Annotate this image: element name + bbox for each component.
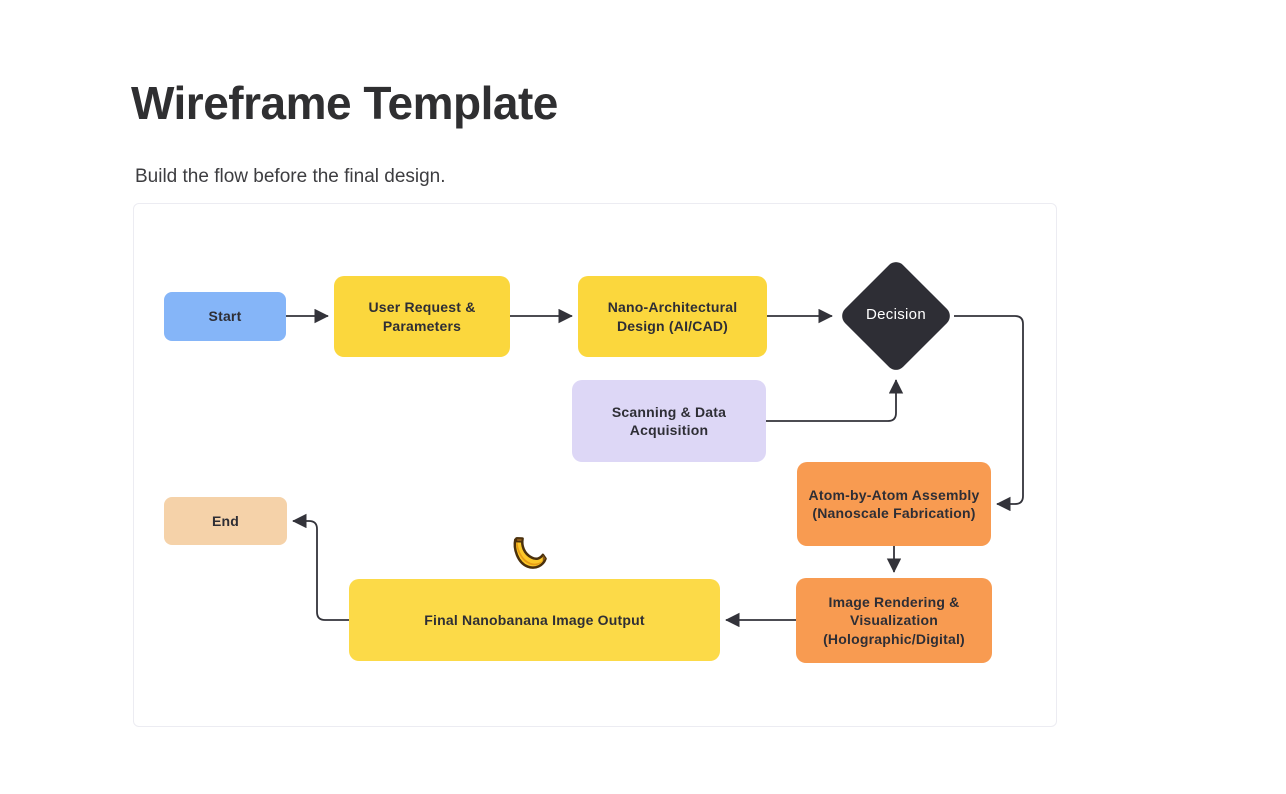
node-user-request-label: User Request & Parameters	[368, 299, 476, 334]
node-assembly[interactable]: Atom-by-Atom Assembly (Nanoscale Fabrica…	[797, 462, 991, 546]
node-end[interactable]: End	[164, 497, 287, 545]
node-decision-label: Decision	[866, 306, 926, 323]
node-rendering[interactable]: Image Rendering & Visualization (Hologra…	[796, 578, 992, 663]
flowchart-canvas: Start User Request & Parameters Nano-Arc…	[133, 203, 1057, 727]
node-start[interactable]: Start	[164, 292, 286, 341]
node-start-label: Start	[208, 308, 242, 325]
page-title: Wireframe Template	[131, 77, 558, 129]
node-final-output[interactable]: Final Nanobanana Image Output	[349, 579, 720, 661]
flowchart-edges	[286, 308, 1024, 628]
node-scanning-label: Scanning & Data Acquisition	[611, 403, 727, 438]
edge-decision-to-assembly	[954, 315, 1024, 512]
node-rendering-label: Image Rendering & Visualization (Hologra…	[823, 594, 965, 647]
banana-icon	[513, 537, 547, 569]
page-subtitle: Build the flow before the final design.	[135, 166, 446, 187]
node-scanning[interactable]: Scanning & Data Acquisition	[572, 380, 766, 462]
edge-final-output-to-end	[292, 513, 349, 621]
node-end-label: End	[211, 512, 240, 529]
node-nano-design-label: Nano-Architectural Design (AI/CAD)	[607, 299, 738, 334]
node-user-request[interactable]: User Request & Parameters	[334, 276, 510, 357]
edge-scanning-to-decision	[766, 379, 904, 422]
node-nano-design[interactable]: Nano-Architectural Design (AI/CAD)	[578, 276, 767, 357]
node-assembly-label: Atom-by-Atom Assembly (Nanoscale Fabrica…	[808, 486, 980, 521]
node-final-output-label: Final Nanobanana Image Output	[424, 611, 645, 628]
